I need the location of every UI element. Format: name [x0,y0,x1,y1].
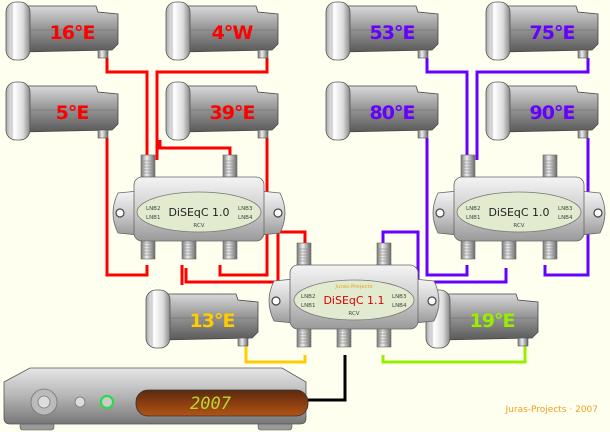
lnb-39e: 39°E [165,81,279,141]
dpad-icon [30,388,58,416]
lnb-90e: 90°E [485,81,599,141]
port-label: LNB4 [392,303,407,309]
lnb-label: 53°E [370,22,415,44]
lnb-label: 90°E [530,102,575,124]
cable-left-to-main [158,140,232,160]
diseqc-switch-left: DiSEqC 1.0 LNB2 LNB1 LNB3 LNB4 RCV [112,154,286,260]
power-led-icon [100,395,114,409]
lnb-label: 39°E [210,102,255,124]
lnb-53e: 53°E [325,1,439,61]
cable-left-out [184,230,307,284]
diseqc-switch-right: DiSEqC 1.0 LNB2 LNB1 LNB3 LNB4 RCV [432,154,606,260]
lnb-5e: 5°E [5,81,119,141]
port-label: LNB4 [558,215,573,221]
port-label: LNB2 [301,294,315,300]
port-label: RCV [513,223,524,229]
port-label: LNB2 [146,206,160,212]
cable-80e [425,138,469,277]
port-label: LNB3 [558,206,573,212]
cable-5e [105,138,149,277]
lnb-label: 80°E [370,102,415,124]
cable-19e [381,345,527,364]
cable-13e [244,345,307,364]
cable-75e [475,58,590,160]
lnb-label: 13°E [190,310,235,332]
lnb-4w: 4°W [165,1,279,61]
port-label: LNB3 [392,294,407,300]
lnb-label: 4°W [212,22,254,44]
satellite-receiver: 2007 [3,367,309,431]
lnb-label: 16°E [50,22,95,44]
cable-right-out [381,230,508,284]
lnb-19e: 19°E [425,289,539,349]
port-label: LNB1 [146,215,160,221]
switch-brand: Juras-Projects [334,284,372,290]
switch-title: DiSEqC 1.1 [323,294,384,307]
diseqc-switch-main: Juras-Projects DiSEqC 1.1 LNB2 LNB1 LNB3… [268,242,440,348]
lnb-75e: 75°E [485,1,599,61]
cable-16e [105,58,149,160]
lnb-80e: 80°E [325,81,439,141]
button-icon [74,396,86,408]
port-label: RCV [193,223,204,229]
port-label: LNB1 [301,303,315,309]
receiver-display: 2007 [190,394,232,414]
lnb-13e: 13°E [145,289,259,349]
switch-title: DiSEqC 1.0 [488,206,549,219]
cable-53e [425,58,469,160]
port-label: LNB3 [238,206,253,212]
switch-title: DiSEqC 1.0 [168,206,229,219]
port-label: LNB4 [238,215,253,221]
lnb-16e: 16°E [5,1,119,61]
port-label: LNB1 [466,215,480,221]
lnb-label: 19°E [470,310,515,332]
lnb-label: 75°E [530,22,575,44]
credit-text: Juras-Projects · 2007 [505,405,598,415]
cable-receiver [308,355,347,402]
port-label: LNB2 [466,206,480,212]
port-label: RCV [348,311,359,317]
cable-4w [155,58,269,160]
lnb-label: 5°E [56,102,89,124]
